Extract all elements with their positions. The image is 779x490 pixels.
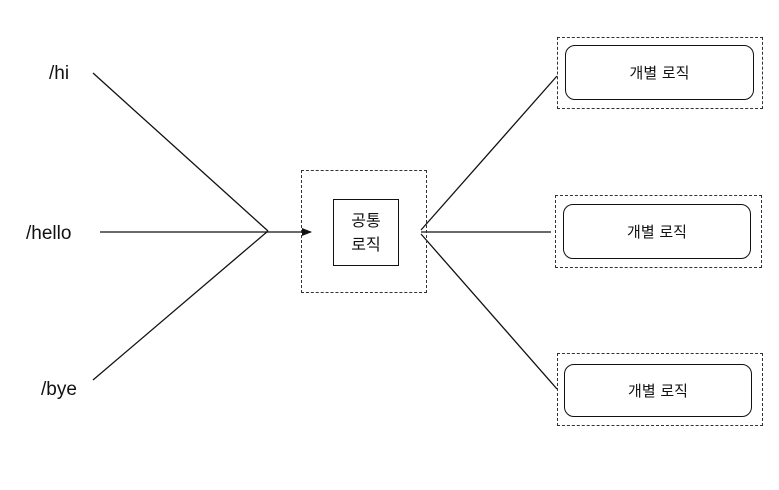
route-label-hello: /hello [26,223,72,244]
line-common-to-individual-3 [420,233,558,390]
common-logic-line-1: 공통 [351,211,381,231]
line-hi-to-merge [92,72,269,232]
individual-logic-frame-1 [557,37,763,109]
individual-logic-box-1: 개별 로직 [565,45,754,100]
individual-logic-box-2: 개별 로직 [563,204,751,259]
individual-logic-label-3: 개별 로직 [628,382,688,400]
common-logic-line-2: 로직 [351,234,381,254]
individual-logic-box-3: 개별 로직 [564,364,752,417]
route-label-bye: /bye [41,379,77,400]
line-bye-to-merge [92,230,269,381]
common-logic-box: 공통 로직 [333,199,399,266]
route-label-hi: /hi [49,63,70,84]
individual-logic-frame-3 [557,353,763,426]
line-common-to-individual-1 [420,75,558,231]
individual-logic-frame-2 [555,195,762,268]
individual-logic-label-1: 개별 로직 [629,64,690,82]
common-logic-frame [301,170,427,293]
individual-logic-label-2: 개별 로직 [627,223,687,241]
